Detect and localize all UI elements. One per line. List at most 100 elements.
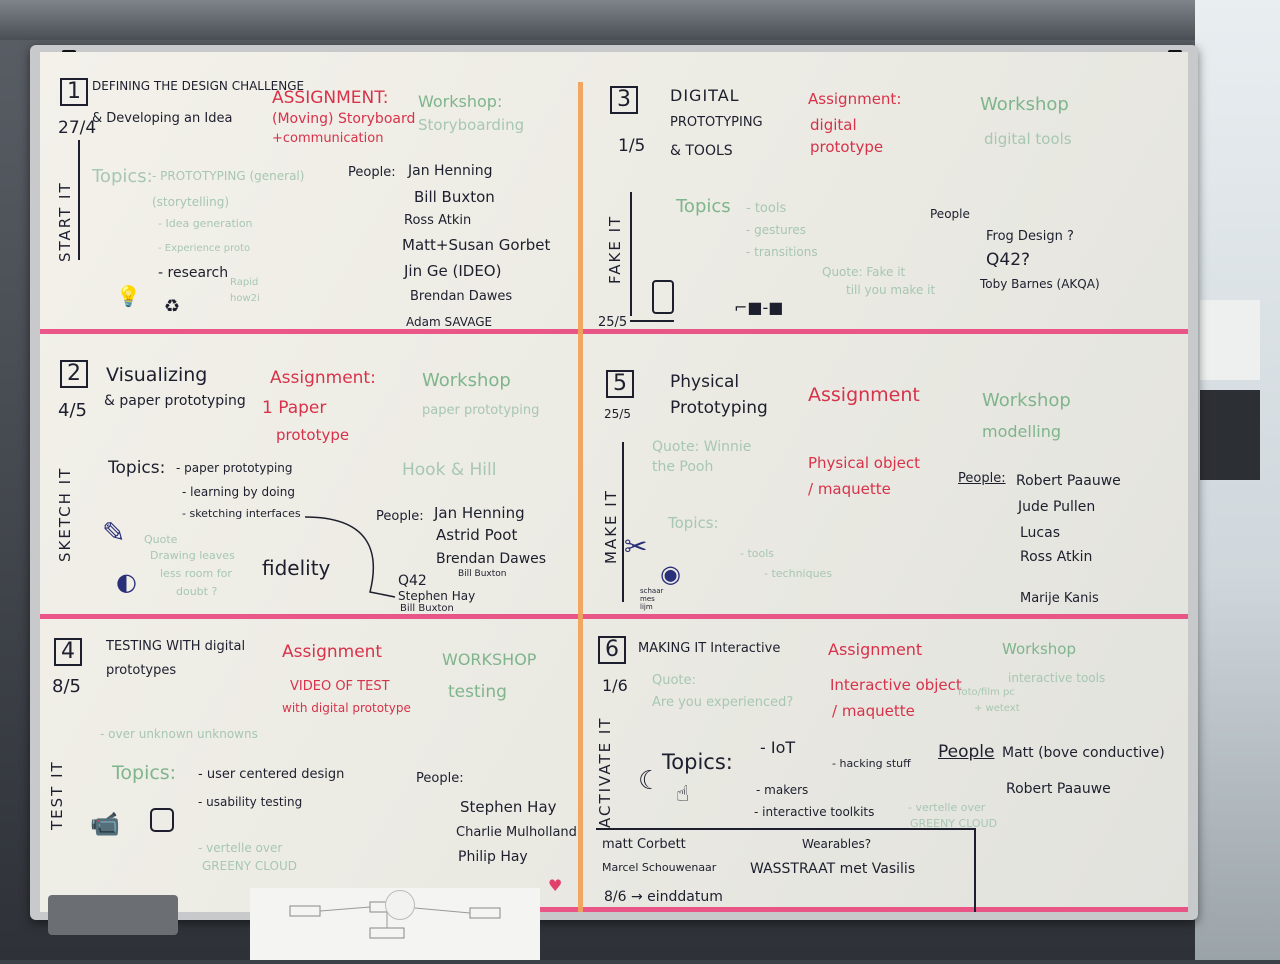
faint-note: - over unknown unknowns: [100, 727, 258, 741]
person: Q42: [398, 573, 427, 589]
side-line: [78, 140, 80, 260]
hook-and-hill: Hook & Hill: [402, 460, 497, 480]
tape-center: [578, 82, 583, 912]
topic: - learning by doing: [182, 485, 295, 499]
side-label: FAKE IT: [606, 214, 624, 284]
tape-row-2: [40, 614, 1188, 619]
quote: Quote: Winnie: [652, 439, 752, 455]
assignment-detail: Interactive object: [830, 676, 962, 694]
section-title: & TOOLS: [670, 143, 733, 159]
phone-icon: [652, 280, 674, 314]
footer-note: WASSTRAAT met Vasilis: [750, 861, 916, 877]
assignment-detail: prototype: [810, 138, 884, 156]
workshop-detail: paper prototyping: [422, 403, 540, 418]
side-card-dark: [1200, 390, 1260, 480]
topic: Rapid: [230, 277, 259, 288]
end-date: 25/5: [598, 315, 628, 330]
assignment-detail: with digital prototype: [282, 701, 411, 715]
workshop-detail: digital tools: [984, 130, 1072, 148]
tape-roll-icon: ◐: [116, 568, 137, 596]
topic: - sketching interfaces: [182, 507, 301, 520]
assignment-label: Assignment: [282, 642, 383, 662]
banana-icon: ☾: [638, 766, 662, 796]
person: Adam SAVAGE: [406, 315, 493, 329]
section-date: 27/4: [58, 118, 97, 138]
person: Robert Paauwe: [1006, 781, 1111, 797]
section-number: 5: [606, 370, 634, 398]
workshop-detail: testing: [448, 682, 507, 702]
glasses-icon: ⌐■-■: [734, 298, 784, 317]
assignment-note: foto/film pc: [958, 687, 1015, 698]
topics-label: Topics:: [662, 750, 733, 774]
topics-label: Topics: [676, 196, 731, 217]
person: Jin Ge (IDEO): [404, 262, 502, 280]
whiteboard: 1 DEFINING THE DESIGN CHALLENGE & Develo…: [40, 52, 1188, 912]
people-label: People: [930, 207, 970, 221]
workshop-label: Workshop: [982, 390, 1071, 411]
quote: doubt ?: [176, 585, 218, 598]
quote: Are you experienced?: [652, 695, 794, 710]
topics-label: Topics:: [668, 514, 719, 532]
fidelity-label: fidelity: [262, 556, 331, 580]
topic: GREENY CLOUD: [910, 817, 998, 830]
section-number: 4: [54, 638, 82, 666]
timeline-arrow: [630, 320, 674, 322]
topic: - PROTOTYPING (general): [152, 169, 305, 183]
section-title: Physical: [670, 372, 740, 392]
workshop-detail: modelling: [982, 422, 1062, 441]
side-label: TEST IT: [48, 760, 66, 830]
people-label: People:: [958, 471, 1006, 486]
section-number: 3: [610, 86, 638, 114]
quote: Drawing leaves: [150, 549, 235, 562]
topic: - user centered design: [198, 767, 345, 782]
topic: - techniques: [764, 567, 833, 580]
side-label: MAKE IT: [602, 489, 620, 564]
topic: - Experience proto: [158, 243, 251, 254]
people-label: People: [938, 742, 995, 762]
quote: less room for: [160, 567, 232, 580]
section-title: & paper prototyping: [104, 393, 246, 409]
people-label: People:: [416, 771, 464, 786]
workshop-label: WORKSHOP: [442, 650, 537, 669]
icon-caption: mes: [640, 595, 655, 603]
section-date: 25/5: [604, 407, 631, 421]
workshop-label: Workshop: [1002, 640, 1077, 658]
person: Lucas: [1020, 525, 1060, 541]
section-title: & Developing an Idea: [92, 111, 233, 126]
section-date: 1/6: [602, 676, 628, 695]
tape-roll-icon: ◉: [660, 560, 681, 588]
topic: - vertelle over: [908, 801, 986, 814]
person: Ross Atkin: [404, 213, 472, 228]
topics-label: Topics:: [92, 166, 153, 187]
face-icon: [150, 808, 174, 832]
section-title: TESTING WITH digital: [106, 639, 246, 654]
section-title: MAKING IT Interactive: [638, 641, 781, 656]
side-line: [622, 442, 624, 602]
scissors-icon: ✂: [624, 530, 648, 563]
assignment-detail: digital: [810, 116, 857, 134]
topic: how2i: [230, 293, 260, 304]
topic: - makers: [756, 783, 809, 797]
eraser: [48, 895, 178, 935]
section-date: 4/5: [58, 400, 87, 421]
person: Brendan Dawes: [410, 289, 513, 304]
assignment-detail: prototype: [276, 426, 350, 444]
topic: - paper prototyping: [176, 461, 293, 475]
assignment-detail: VIDEO OF TEST: [290, 679, 390, 694]
person: Jan Henning: [408, 163, 493, 179]
topic: - gestures: [746, 223, 807, 237]
section-title: Prototyping: [670, 398, 768, 418]
topic: - Idea generation: [158, 217, 253, 230]
footer-note: 8/6 → einddatum: [604, 889, 723, 905]
magnet: [385, 890, 415, 920]
assignment-label: Assignment:: [270, 368, 376, 388]
person: Stephen Hay: [398, 589, 476, 603]
topic: GREENY CLOUD: [202, 859, 298, 873]
section-date: 8/5: [52, 676, 81, 697]
assignment-detail: / maquette: [832, 702, 915, 720]
person: Robert Paauwe: [1016, 473, 1121, 489]
person: Jude Pullen: [1018, 499, 1096, 515]
topics-label: Topics:: [112, 762, 177, 784]
person: Ross Atkin: [1020, 549, 1093, 565]
section-date: 1/5: [618, 136, 646, 156]
